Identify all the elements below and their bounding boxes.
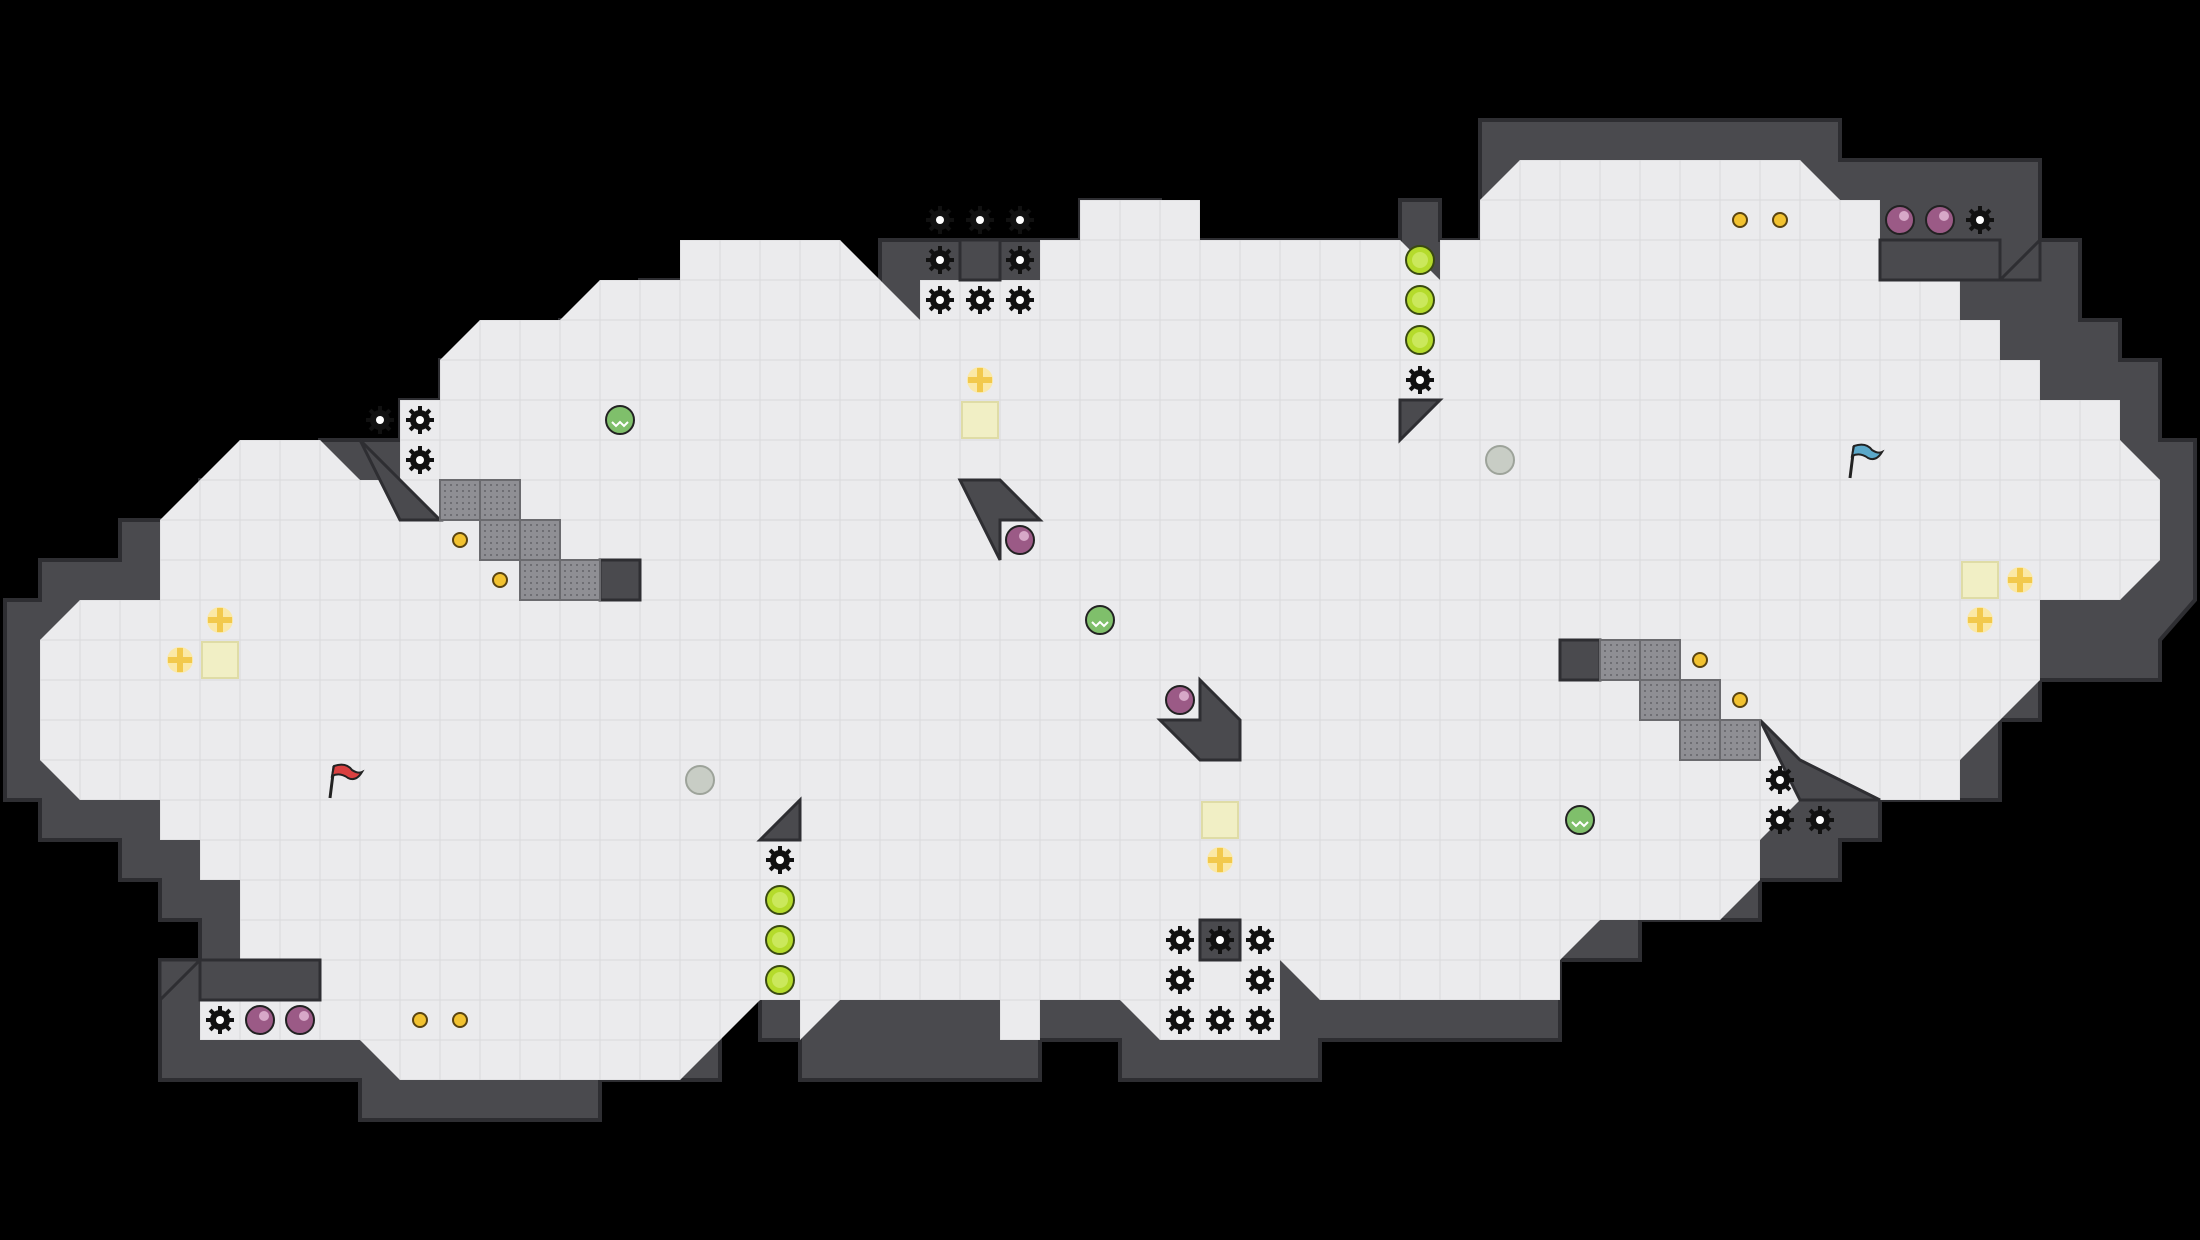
mine-icon xyxy=(1246,1006,1274,1034)
mine-icon xyxy=(1166,1006,1194,1034)
green-drone-icon xyxy=(1565,805,1595,835)
mine-icon xyxy=(206,1006,234,1034)
exit-switch-icon xyxy=(685,765,715,795)
mine-icon xyxy=(926,286,954,314)
mine-icon xyxy=(926,246,954,274)
drone-icon xyxy=(1165,685,1195,715)
mine-icon xyxy=(1006,286,1034,314)
mine-icon xyxy=(406,406,434,434)
bounce-block-icon xyxy=(1679,719,1721,761)
mine-icon xyxy=(1006,246,1034,274)
switch-tile-icon xyxy=(201,641,239,679)
mine-icon xyxy=(1206,926,1234,954)
toggle-mine-icon xyxy=(1405,245,1435,275)
interior-walls xyxy=(158,236,2042,1004)
gold-icon xyxy=(1692,652,1708,668)
gold-icon xyxy=(1732,212,1748,228)
drone-icon xyxy=(1885,205,1915,235)
toggle-mine-icon xyxy=(765,925,795,955)
bounce-block-icon xyxy=(1639,639,1681,681)
mine-icon xyxy=(1806,806,1834,834)
gold-icon xyxy=(452,532,468,548)
drone-icon xyxy=(1005,525,1035,555)
launch-pad-icon xyxy=(1967,607,1993,633)
toggle-mine-icon xyxy=(1405,325,1435,355)
mine-icon xyxy=(1166,966,1194,994)
mine-icon xyxy=(966,206,994,234)
player-start-flag-icon xyxy=(328,763,365,799)
mine-icon xyxy=(966,286,994,314)
toggle-mine-icon xyxy=(765,885,795,915)
mine-icon xyxy=(1766,766,1794,794)
toggle-mine-icon xyxy=(765,965,795,995)
switch-tile-icon xyxy=(1201,801,1239,839)
switch-tile-icon xyxy=(1961,561,1999,599)
mine-icon xyxy=(406,446,434,474)
mine-icon xyxy=(366,406,394,434)
mine-icon xyxy=(1766,806,1794,834)
mine-icon xyxy=(1246,926,1274,954)
gold-icon xyxy=(452,1012,468,1028)
green-drone-icon xyxy=(605,405,635,435)
bounce-block-icon xyxy=(1679,679,1721,721)
exit-flag-icon xyxy=(1848,443,1885,479)
green-drone-icon xyxy=(1085,605,1115,635)
launch-pad-icon xyxy=(967,367,993,393)
gold-icon xyxy=(1732,692,1748,708)
launch-pad-icon xyxy=(167,647,193,673)
launch-pad-icon xyxy=(1207,847,1233,873)
bounce-block-icon xyxy=(519,519,561,561)
toggle-mine-icon xyxy=(1405,285,1435,315)
mine-icon xyxy=(1406,366,1434,394)
bounce-block-icon xyxy=(1639,679,1681,721)
exit-switch-icon xyxy=(1485,445,1515,475)
drone-icon xyxy=(285,1005,315,1035)
drone-icon xyxy=(1925,205,1955,235)
switch-tile-icon xyxy=(961,401,999,439)
mine-icon xyxy=(766,846,794,874)
mine-icon xyxy=(1206,1006,1234,1034)
mine-icon xyxy=(1966,206,1994,234)
mine-icon xyxy=(1166,926,1194,954)
mine-icon xyxy=(926,206,954,234)
bounce-block-icon xyxy=(479,479,521,521)
bounce-block-icon xyxy=(559,559,601,601)
gold-icon xyxy=(1772,212,1788,228)
launch-pad-icon xyxy=(2007,567,2033,593)
bounce-block-icon xyxy=(519,559,561,601)
bounce-block-icon xyxy=(479,519,521,561)
mine-icon xyxy=(1006,206,1034,234)
gold-icon xyxy=(412,1012,428,1028)
launch-pad-icon xyxy=(207,607,233,633)
drone-icon xyxy=(245,1005,275,1035)
bounce-block-icon xyxy=(1719,719,1761,761)
gold-icon xyxy=(492,572,508,588)
bounce-block-icon xyxy=(1599,639,1641,681)
bounce-block-icon xyxy=(439,479,481,521)
mine-icon xyxy=(1246,966,1274,994)
